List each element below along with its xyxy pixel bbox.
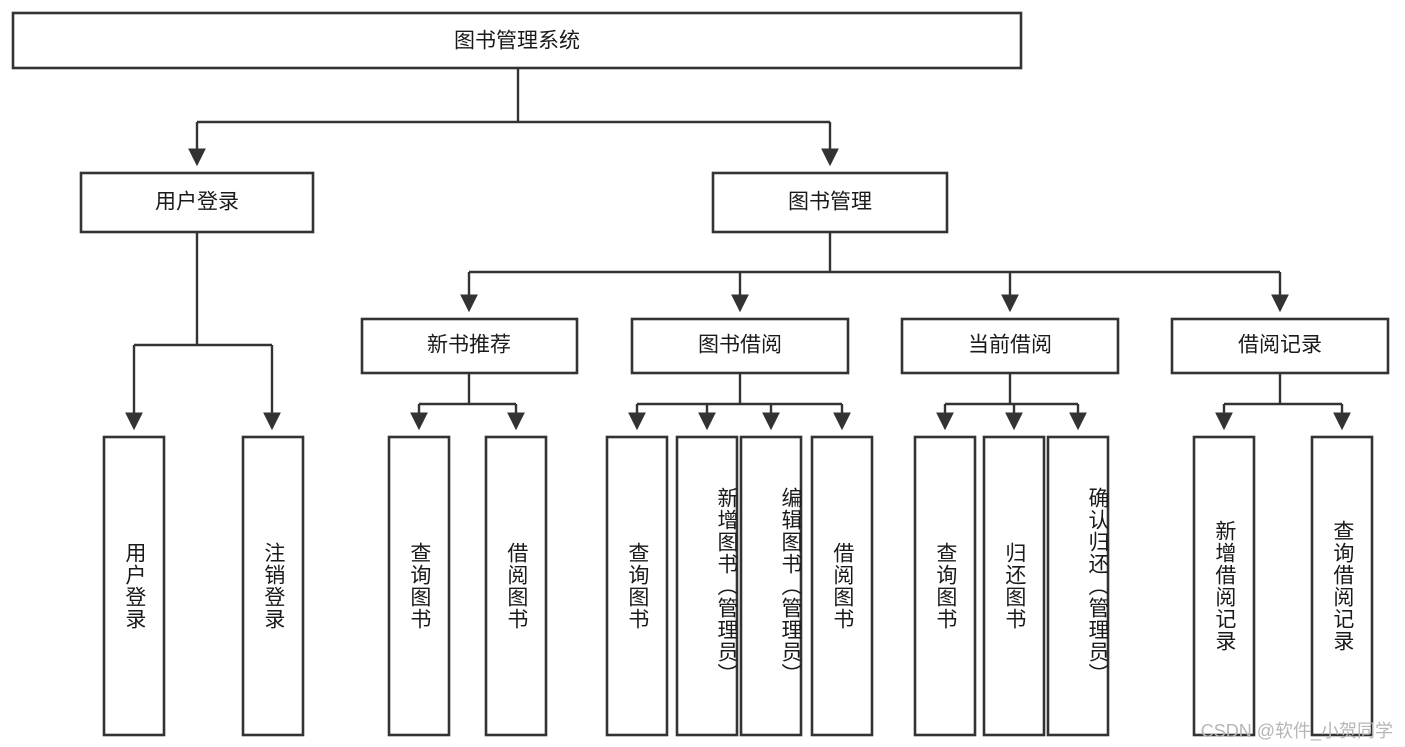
node-book-borrow-label: 图书借阅 xyxy=(698,334,782,357)
leaf-box-confirm-return-admin[interactable] xyxy=(1046,435,1110,737)
node-current-borrow[interactable]: 当前借阅 xyxy=(900,317,1120,375)
node-book-borrow[interactable]: 图书借阅 xyxy=(630,317,850,375)
node-root-system-box[interactable] xyxy=(11,11,1023,70)
leaf-box-query-borrow-record[interactable] xyxy=(1310,435,1374,737)
node-new-book-recommend[interactable]: 新书推荐 xyxy=(360,317,579,375)
connector-group-new-book xyxy=(410,373,525,431)
connector-group-user-login xyxy=(125,232,281,431)
leaf-box-query-book-3[interactable] xyxy=(913,435,977,737)
connector-group-book-manage xyxy=(460,232,1289,313)
node-current-borrow-box[interactable] xyxy=(900,317,1120,375)
node-book-manage[interactable]: 图书管理 xyxy=(711,171,949,234)
leaf-box-add-borrow-record[interactable] xyxy=(1192,435,1256,737)
connector-group-current-borrow xyxy=(936,373,1087,431)
node-new-book-recommend-label: 新书推荐 xyxy=(427,334,511,357)
leaf-boxes xyxy=(102,435,1374,737)
node-book-borrow-box[interactable] xyxy=(630,317,850,375)
connector-group-root xyxy=(188,68,839,167)
leaf-box-query-book-2[interactable] xyxy=(605,435,669,737)
node-user-login[interactable]: 用户登录 xyxy=(79,171,315,234)
leaf-box-edit-book-admin[interactable] xyxy=(739,435,803,737)
leaf-box-add-book-admin[interactable] xyxy=(675,435,739,737)
connector-group-book-borrow xyxy=(628,373,851,431)
node-book-manage-box[interactable] xyxy=(711,171,949,234)
node-book-manage-label: 图书管理 xyxy=(788,191,872,214)
leaf-box-logout[interactable] xyxy=(241,435,305,737)
leaf-box-user-login[interactable] xyxy=(102,435,166,737)
node-borrow-record-label: 借阅记录 xyxy=(1238,334,1322,357)
node-root-system-label: 图书管理系统 xyxy=(454,30,580,53)
node-borrow-record-box[interactable] xyxy=(1170,317,1390,375)
node-user-login-box[interactable] xyxy=(79,171,315,234)
node-borrow-record[interactable]: 借阅记录 xyxy=(1170,317,1390,375)
node-root-system[interactable]: 图书管理系统 xyxy=(11,11,1023,70)
node-user-login-label: 用户登录 xyxy=(155,191,239,214)
leaf-box-borrow-book-2[interactable] xyxy=(810,435,874,737)
node-new-book-recommend-box[interactable] xyxy=(360,317,579,375)
leaf-box-return-book[interactable] xyxy=(982,435,1046,737)
node-current-borrow-label: 当前借阅 xyxy=(968,334,1052,357)
leaf-box-query-book-1[interactable] xyxy=(387,435,451,737)
connector-group-borrow-record xyxy=(1215,373,1351,431)
leaf-box-borrow-book-1[interactable] xyxy=(484,435,548,737)
